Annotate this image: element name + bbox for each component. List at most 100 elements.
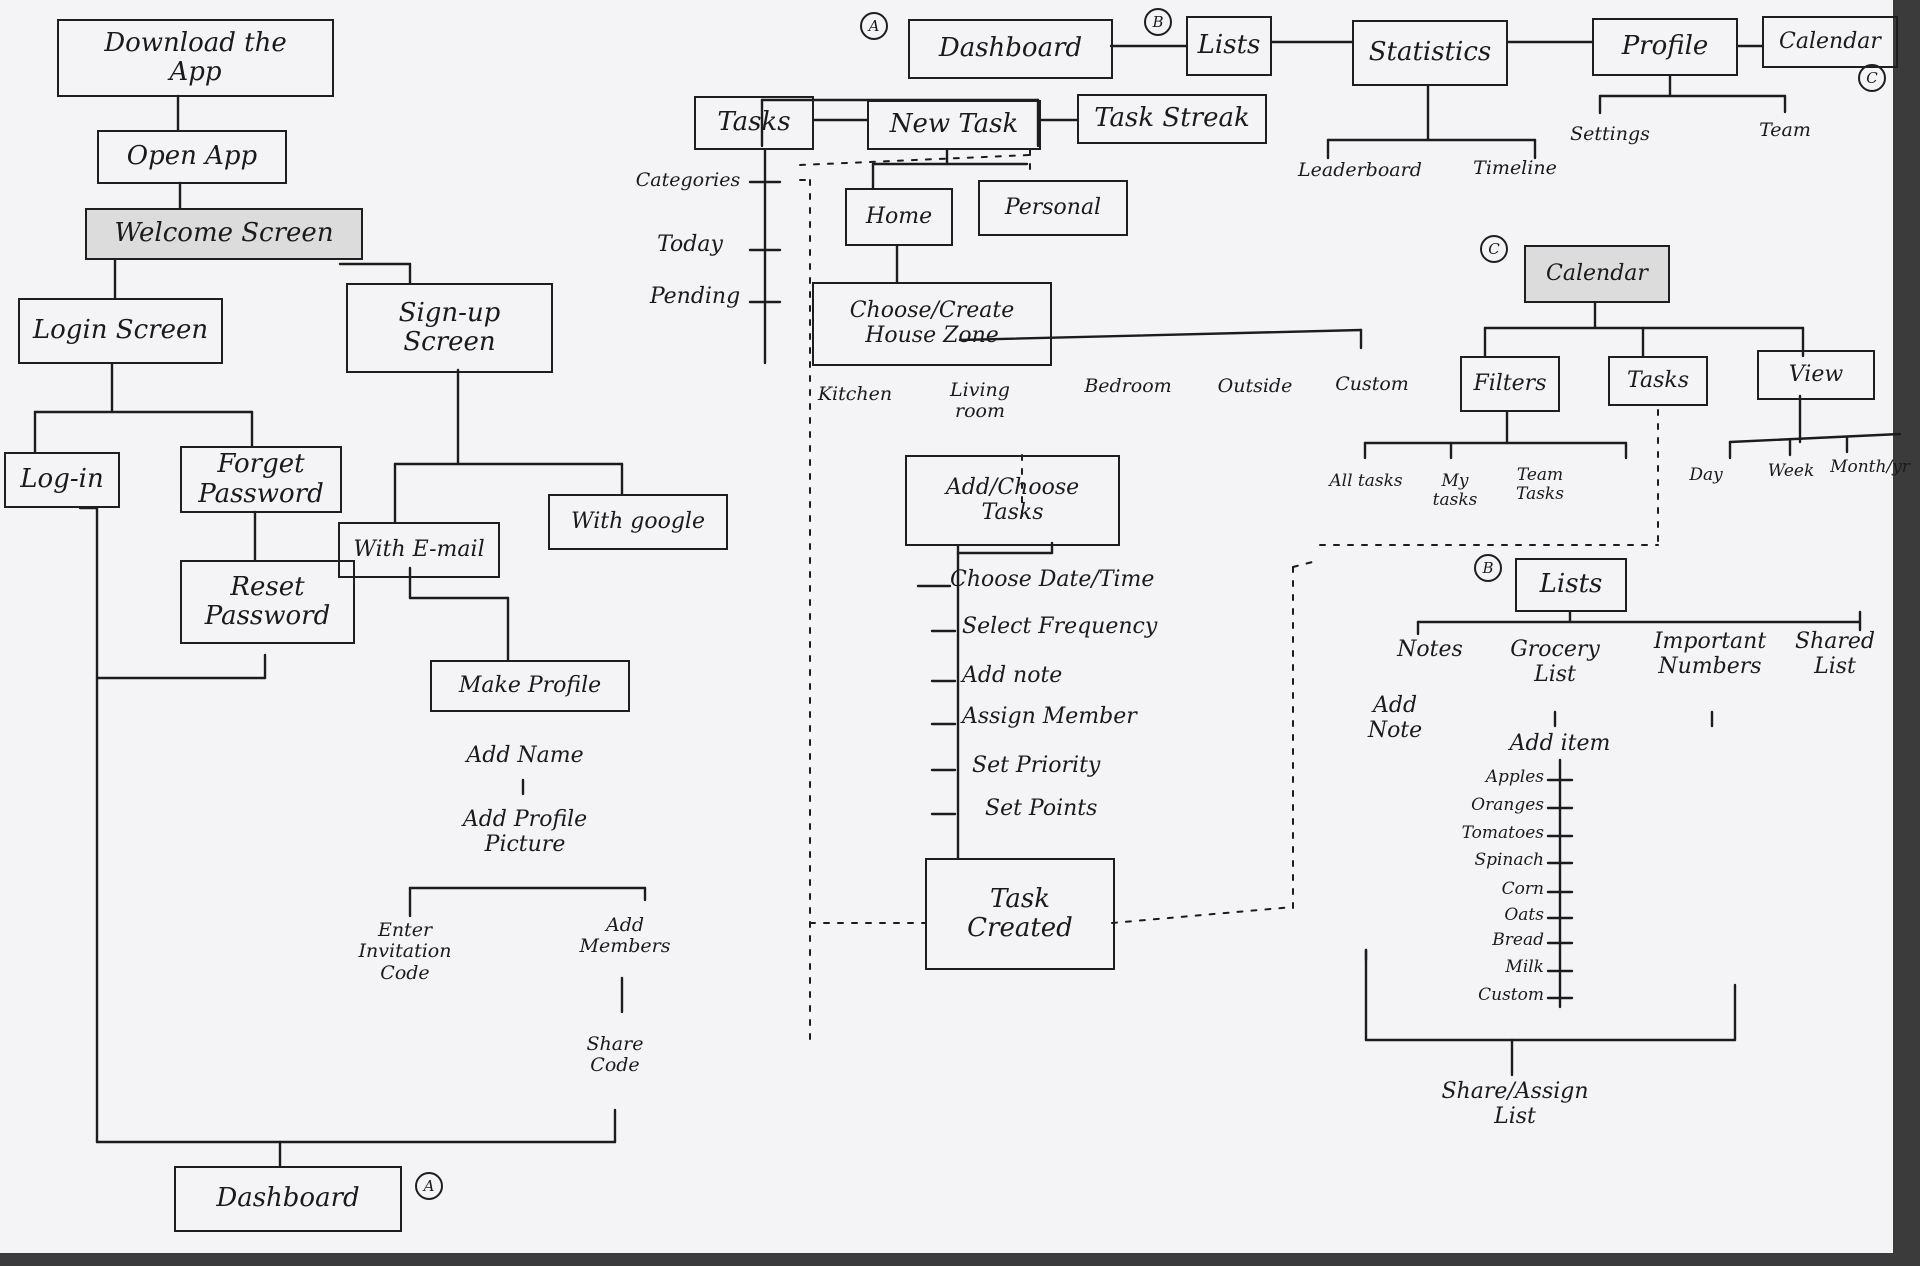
grocery-list-text: Grocery List: [1510, 637, 1600, 687]
nav-lists-box[interactable]: Lists: [1186, 16, 1272, 76]
connector-lines: [33, 40, 1902, 1168]
step-set-priority: Set Priority: [972, 753, 1101, 778]
marker-a-top: A: [860, 12, 888, 40]
zone-bedroom: Bedroom: [1084, 375, 1172, 397]
dashboard-end-box[interactable]: Dashboard: [174, 1166, 402, 1232]
task-created-label: Task Created: [967, 883, 1073, 943]
with-google-label: With google: [571, 508, 705, 534]
signup-screen-label: Sign-up Screen: [398, 297, 501, 357]
nav-profile-box[interactable]: Profile: [1592, 18, 1738, 76]
grocery-item-spinach: Spinach: [1474, 850, 1544, 870]
share-assign-list-text: Share/Assign List: [1441, 1079, 1589, 1129]
forget-password-label: Forget Password: [198, 449, 324, 509]
step-select-frequency: Select Frequency: [962, 614, 1158, 639]
nav-lists-label: Lists: [1197, 30, 1261, 61]
filters-label: Filters: [1473, 370, 1547, 396]
marker-c-top: C: [1858, 64, 1886, 92]
view-box[interactable]: View: [1757, 350, 1875, 400]
marker-b-lists: B: [1474, 554, 1502, 582]
add-profile-picture-text: Add Profile Picture: [462, 807, 588, 857]
zone-living-room: Living room: [950, 379, 1010, 423]
view-week: Week: [1767, 461, 1815, 481]
pending-text: Pending: [649, 284, 741, 309]
add-members-text: Add Members: [579, 914, 671, 958]
add-name-text: Add Name: [466, 743, 584, 768]
grocery-item-oats: Oats: [1504, 905, 1544, 925]
shared-list-text: Shared List: [1795, 629, 1875, 679]
filter-all-tasks: All tasks: [1329, 471, 1403, 491]
calendar-box[interactable]: Calendar: [1524, 245, 1670, 303]
download-app-box[interactable]: Download the App: [57, 19, 334, 97]
grocery-item-apples: Apples: [1485, 767, 1544, 787]
grocery-item-bread: Bread: [1492, 930, 1544, 950]
zone-custom: Custom: [1335, 373, 1409, 395]
lists-box[interactable]: Lists: [1515, 558, 1627, 612]
grocery-item-corn: Corn: [1501, 879, 1544, 899]
with-email-label: With E-mail: [353, 536, 485, 562]
grocery-item-oranges: Oranges: [1471, 795, 1544, 815]
reset-password-box[interactable]: Reset Password: [180, 560, 355, 644]
enter-invitation-code-text: Enter Invitation Code: [358, 919, 452, 984]
login-screen-box[interactable]: Login Screen: [18, 298, 223, 364]
view-month-year: Month/yr: [1830, 457, 1910, 477]
step-add-note: Add note: [962, 663, 1063, 688]
make-profile-box[interactable]: Make Profile: [430, 660, 630, 712]
step-assign-member: Assign Member: [962, 704, 1137, 729]
home-box[interactable]: Home: [845, 188, 953, 246]
marker-a-bottom: A: [415, 1172, 443, 1200]
login-label: Log-in: [20, 464, 104, 495]
nav-profile-label: Profile: [1621, 31, 1709, 62]
team-text: Team: [1759, 119, 1811, 141]
step-set-points: Set Points: [985, 796, 1098, 821]
with-email-box[interactable]: With E-mail: [338, 522, 500, 578]
grocery-item-tomatoes: Tomatoes: [1461, 823, 1544, 843]
welcome-screen-box[interactable]: Welcome Screen: [85, 208, 363, 260]
nav-dashboard-box[interactable]: Dashboard: [908, 19, 1113, 79]
add-choose-tasks-label: Add/Choose Tasks: [945, 474, 1080, 525]
with-google-box[interactable]: With google: [548, 494, 728, 550]
new-task-box[interactable]: New Task: [867, 100, 1041, 150]
forget-password-box[interactable]: Forget Password: [180, 446, 342, 513]
add-item-text: Add item: [1509, 731, 1611, 756]
choose-zone-box[interactable]: Choose/Create House Zone: [812, 282, 1052, 366]
nav-statistics-box[interactable]: Statistics: [1352, 20, 1508, 86]
new-task-label: New Task: [889, 109, 1019, 140]
filters-box[interactable]: Filters: [1460, 356, 1560, 412]
zone-outside: Outside: [1217, 375, 1293, 397]
nav-calendar-box[interactable]: Calendar: [1762, 16, 1898, 68]
lists-label: Lists: [1539, 569, 1603, 600]
calendar-tasks-box[interactable]: Tasks: [1608, 356, 1708, 406]
personal-box[interactable]: Personal: [978, 180, 1128, 236]
add-choose-tasks-box[interactable]: Add/Choose Tasks: [905, 455, 1120, 546]
marker-c-calendar: C: [1480, 235, 1508, 263]
nav-statistics-label: Statistics: [1368, 37, 1492, 68]
share-code-text: Share Code: [586, 1033, 644, 1077]
filter-team-tasks: Team Tasks: [1516, 465, 1564, 505]
personal-label: Personal: [1004, 194, 1102, 220]
step-choose-date-time: Choose Date/Time: [950, 567, 1155, 592]
login-screen-label: Login Screen: [32, 315, 209, 346]
login-box[interactable]: Log-in: [4, 452, 120, 508]
nav-dashboard-label: Dashboard: [938, 33, 1083, 64]
filter-my-tasks: My tasks: [1432, 471, 1478, 511]
categories-text: Categories: [635, 169, 741, 191]
view-label: View: [1788, 361, 1844, 387]
tasks-box[interactable]: Tasks: [694, 96, 814, 150]
important-numbers-text: Important Numbers: [1653, 629, 1767, 679]
open-app-box[interactable]: Open App: [97, 130, 287, 184]
task-streak-box[interactable]: Task Streak: [1077, 94, 1267, 144]
task-created-box[interactable]: Task Created: [925, 858, 1115, 970]
signup-screen-box[interactable]: Sign-up Screen: [346, 283, 553, 373]
open-app-label: Open App: [126, 141, 258, 172]
today-text: Today: [657, 232, 723, 257]
grocery-item-milk: Milk: [1505, 957, 1544, 977]
calendar-tasks-label: Tasks: [1627, 367, 1689, 393]
add-note-text: Add Note: [1367, 693, 1423, 743]
timeline-text: Timeline: [1473, 157, 1557, 179]
reset-password-label: Reset Password: [204, 571, 331, 631]
notes-text: Notes: [1397, 637, 1463, 662]
home-label: Home: [865, 203, 933, 229]
settings-text: Settings: [1570, 123, 1650, 145]
choose-zone-label: Choose/Create House Zone: [849, 298, 1015, 348]
